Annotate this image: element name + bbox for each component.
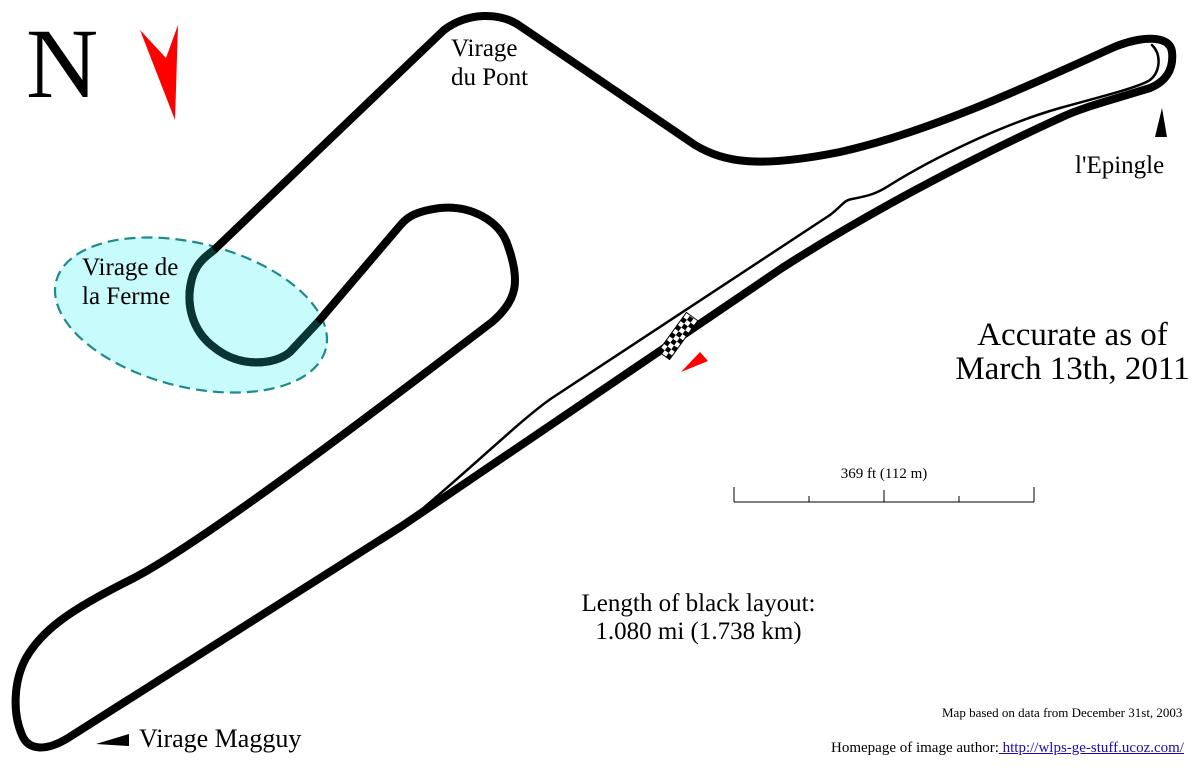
corner-label-line: Virage de: [82, 254, 179, 281]
north-arrow-icon: [140, 25, 178, 120]
data-source-note: Map based on data from December 31st, 20…: [942, 705, 1183, 720]
main-track: [11, 12, 1177, 752]
epingle-marker-icon: [1155, 108, 1167, 137]
corner-label-epingle: l'Epingle: [1075, 152, 1165, 179]
corner-label-virage-magguy: Virage Magguy: [139, 724, 302, 753]
north-label: N: [26, 8, 99, 119]
author-credit: Homepage of image author: http://wlps-ge…: [831, 740, 1184, 758]
scale-bar: [733, 487, 1035, 503]
corner-label-virage-de-la-ferme: Virage de la Ferme: [82, 253, 178, 312]
layout-length: Length of black layout: 1.080 mi (1.738 …: [560, 590, 837, 645]
ferme-highlight-track: [185, 246, 321, 367]
corner-label-virage-du-pont: Virage du Pont: [451, 34, 528, 93]
checkered-flag-icon: [657, 311, 699, 361]
author-homepage-link[interactable]: http://wlps-ge-stuff.ucoz.com/: [998, 740, 1184, 756]
inner-connector-track: [400, 43, 1160, 528]
accuracy-line: Accurate as of: [977, 317, 1168, 353]
author-prefix: Homepage of image author:: [831, 740, 999, 756]
magguy-marker-icon: [96, 734, 129, 746]
corner-label-line: du Pont: [451, 64, 529, 92]
corner-label-line: la Ferme: [82, 283, 171, 311]
corner-label-line: Virage: [451, 35, 518, 62]
accuracy-note: Accurate as of March 13th, 2011: [950, 318, 1195, 387]
layout-length-title: Length of black layout:: [581, 590, 816, 617]
scale-label: 369 ft (112 m): [840, 466, 928, 482]
direction-arrow-icon: [681, 352, 708, 372]
layout-length-value: 1.080 mi (1.738 km): [595, 617, 802, 645]
accuracy-date: March 13th, 2011: [955, 351, 1190, 388]
